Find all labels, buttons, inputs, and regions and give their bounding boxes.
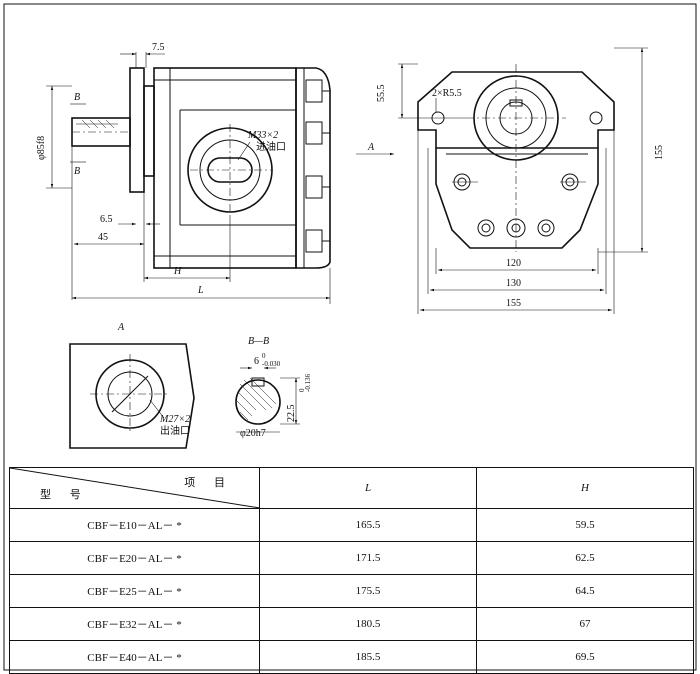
view-a-title: A (117, 322, 125, 333)
front-view: 7.5 φ85f8 B B M33×2 进油口 6.5 45 H L (36, 42, 331, 304)
dim-h: H (173, 266, 182, 277)
header-diagonal-cell: 项 目 型 号 (9, 467, 260, 509)
cell-h: 59.5 (476, 508, 694, 542)
dim-45: 45 (98, 232, 108, 243)
table-row: CBF－E40－AL－ * 185.5 69.5 (9, 640, 694, 674)
cell-model: CBF－E32－AL－ * (9, 607, 260, 641)
dim-2xr5-5: 2×R5.5 (432, 88, 462, 99)
dim-155-v: 155 (654, 145, 665, 160)
table-header-row: 项 目 型 号 L H (9, 467, 694, 509)
section-b-top: B (74, 92, 80, 103)
dim-7-5: 7.5 (152, 42, 165, 53)
cell-h: 67 (476, 607, 694, 641)
key-tol-top: 0 (262, 352, 266, 360)
header-diagonal-line (10, 468, 260, 508)
table-row: CBF－E25－AL－ * 175.5 64.5 (9, 574, 694, 608)
cell-l: 185.5 (259, 640, 477, 674)
dim-55-5: 55.5 (376, 85, 387, 103)
cell-l: 180.5 (259, 607, 477, 641)
outlet-label: 出油口 (160, 424, 190, 437)
section-b-bottom: B (74, 166, 80, 177)
cell-l: 171.5 (259, 541, 477, 575)
header-item: 项 目 (184, 477, 233, 489)
cell-l: 175.5 (259, 574, 477, 608)
table-row: CBF－E10－AL－ * 165.5 59.5 (9, 508, 694, 542)
dim-6-5: 6.5 (100, 214, 113, 225)
header-col-h: H (476, 467, 694, 509)
spec-table: 项 目 型 号 L H CBF－E10－AL－ * 165.5 59.5 CBF… (9, 467, 694, 674)
dim-155-h: 155 (506, 298, 521, 309)
view-a: A M27×2 出油口 (69, 322, 195, 449)
outlet-thread: M27×2 (159, 414, 190, 425)
cell-h: 64.5 (476, 574, 694, 608)
depth-dim: 22.5 (286, 405, 297, 423)
cell-h: 62.5 (476, 541, 694, 575)
side-view: 55.5 2×R5.5 A 155 120 130 155 (356, 47, 665, 314)
cell-model: CBF－E40－AL－ * (9, 640, 260, 674)
depth-tol-bottom: -0.136 (304, 373, 312, 392)
inlet-label: 进油口 (256, 140, 286, 153)
key-tol-bottom: -0.030 (262, 360, 281, 368)
depth-tol-top: 0 (298, 388, 306, 392)
dim-130: 130 (506, 278, 521, 289)
shaft-dim: φ20h7 (240, 428, 266, 439)
key-width: 6 (254, 356, 259, 367)
inlet-thread: M33×2 (247, 130, 278, 141)
section-bb: B—B 6 0 -0.030 22.5 0 -0.136 φ20h7 (235, 336, 312, 439)
view-a-label: A (367, 142, 375, 153)
dim-phi85: φ85f8 (36, 136, 47, 160)
cell-l: 165.5 (259, 508, 477, 542)
cell-model: CBF－E20－AL－ * (9, 541, 260, 575)
table-row: CBF－E20－AL－ * 171.5 62.5 (9, 541, 694, 575)
dim-l: L (197, 285, 204, 296)
table-row: CBF－E32－AL－ * 180.5 67 (9, 607, 694, 641)
header-model: 型 号 (40, 489, 89, 501)
section-bb-title: B—B (248, 336, 269, 347)
dim-120: 120 (506, 258, 521, 269)
cell-model: CBF－E25－AL－ * (9, 574, 260, 608)
cell-h: 69.5 (476, 640, 694, 674)
header-col-l: L (259, 467, 477, 509)
cell-model: CBF－E10－AL－ * (9, 508, 260, 542)
